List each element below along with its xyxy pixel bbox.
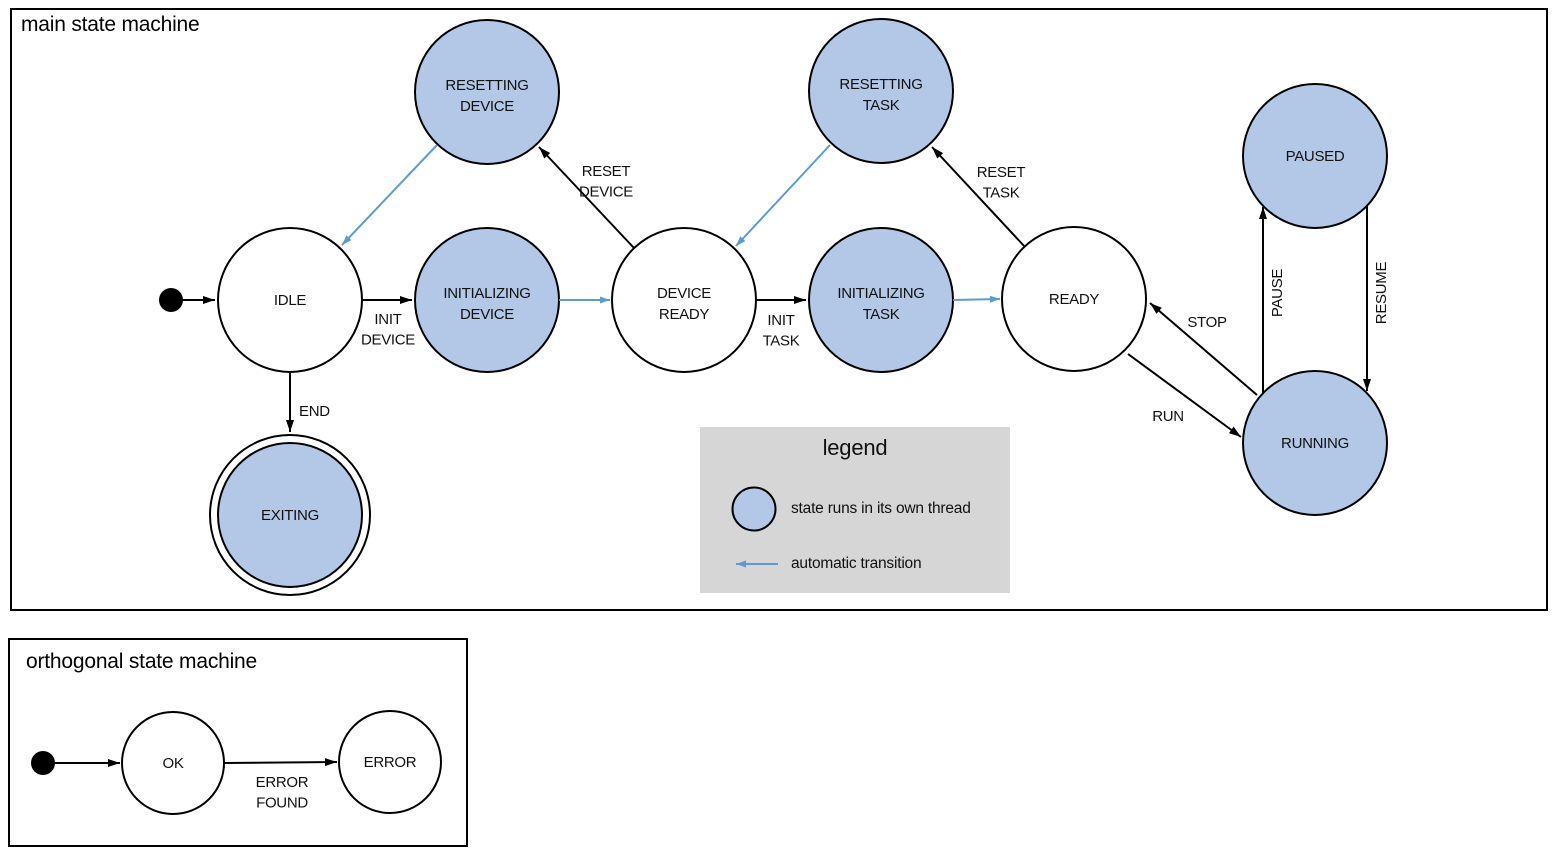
threaded-state-swatch-icon: [731, 486, 777, 532]
main-panel-title: main state machine: [21, 13, 200, 36]
legend-title: legend: [822, 435, 888, 460]
legend-item-threaded-label: state runs in its own thread: [791, 500, 971, 517]
automatic-transition-arrow-icon: [736, 560, 778, 568]
legend: legend state runs in its own thread auto…: [700, 427, 1010, 593]
legend-item-auto-transition-label: automatic transition: [791, 555, 922, 572]
orthogonal-panel-title: orthogonal state machine: [26, 650, 258, 673]
